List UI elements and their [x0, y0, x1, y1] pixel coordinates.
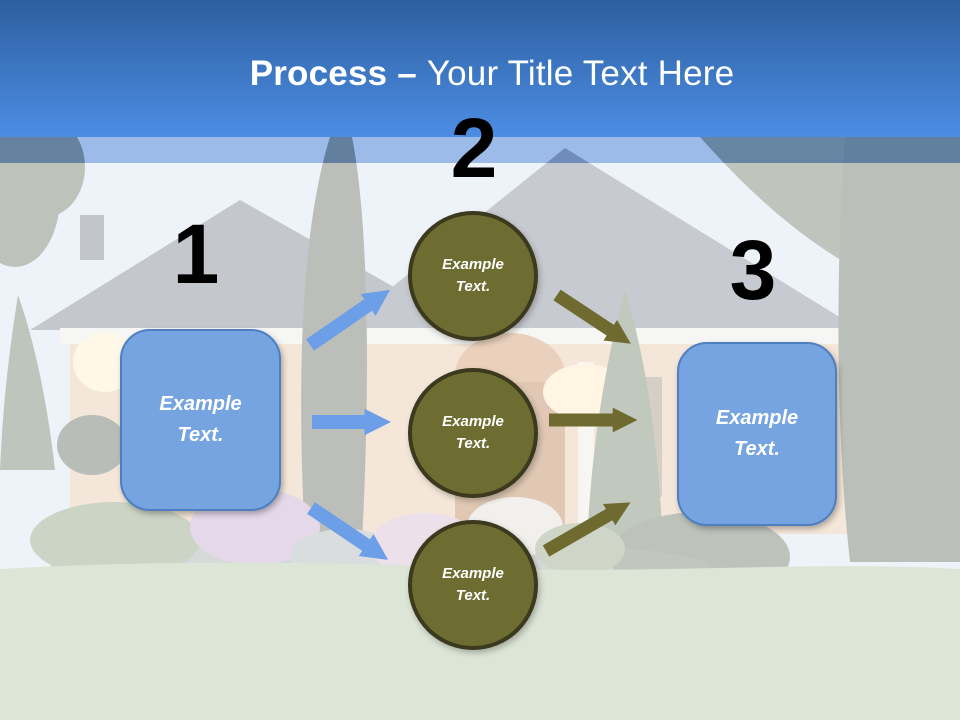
process-circle-middle-label: Example Text.: [442, 412, 504, 453]
step-number-3: 3: [729, 223, 777, 317]
process-box-step1: Example Text.: [120, 329, 281, 511]
process-circle-bottom-label: Example Text.: [442, 564, 504, 605]
process-circle-bottom: Example Text.: [408, 520, 538, 650]
slide-title: Process – Your Title Text Here: [0, 54, 960, 94]
process-circle-middle: Example Text.: [408, 368, 538, 498]
process-box-step1-label: Example Text.: [159, 393, 242, 446]
header-sub-band: [0, 137, 960, 163]
process-circle-top-label: Example Text.: [442, 255, 504, 296]
title-keyword: Process –: [249, 54, 427, 93]
title-rest: Your Title Text Here: [426, 54, 735, 93]
slide-header: Process – Your Title Text Here: [0, 0, 960, 137]
step-number-2: 2: [450, 101, 498, 195]
process-box-step3-label: Example Text.: [715, 407, 799, 460]
process-box-step3: Example Text.: [677, 342, 837, 526]
step-number-1: 1: [172, 207, 220, 301]
process-circle-top: Example Text.: [408, 211, 538, 341]
